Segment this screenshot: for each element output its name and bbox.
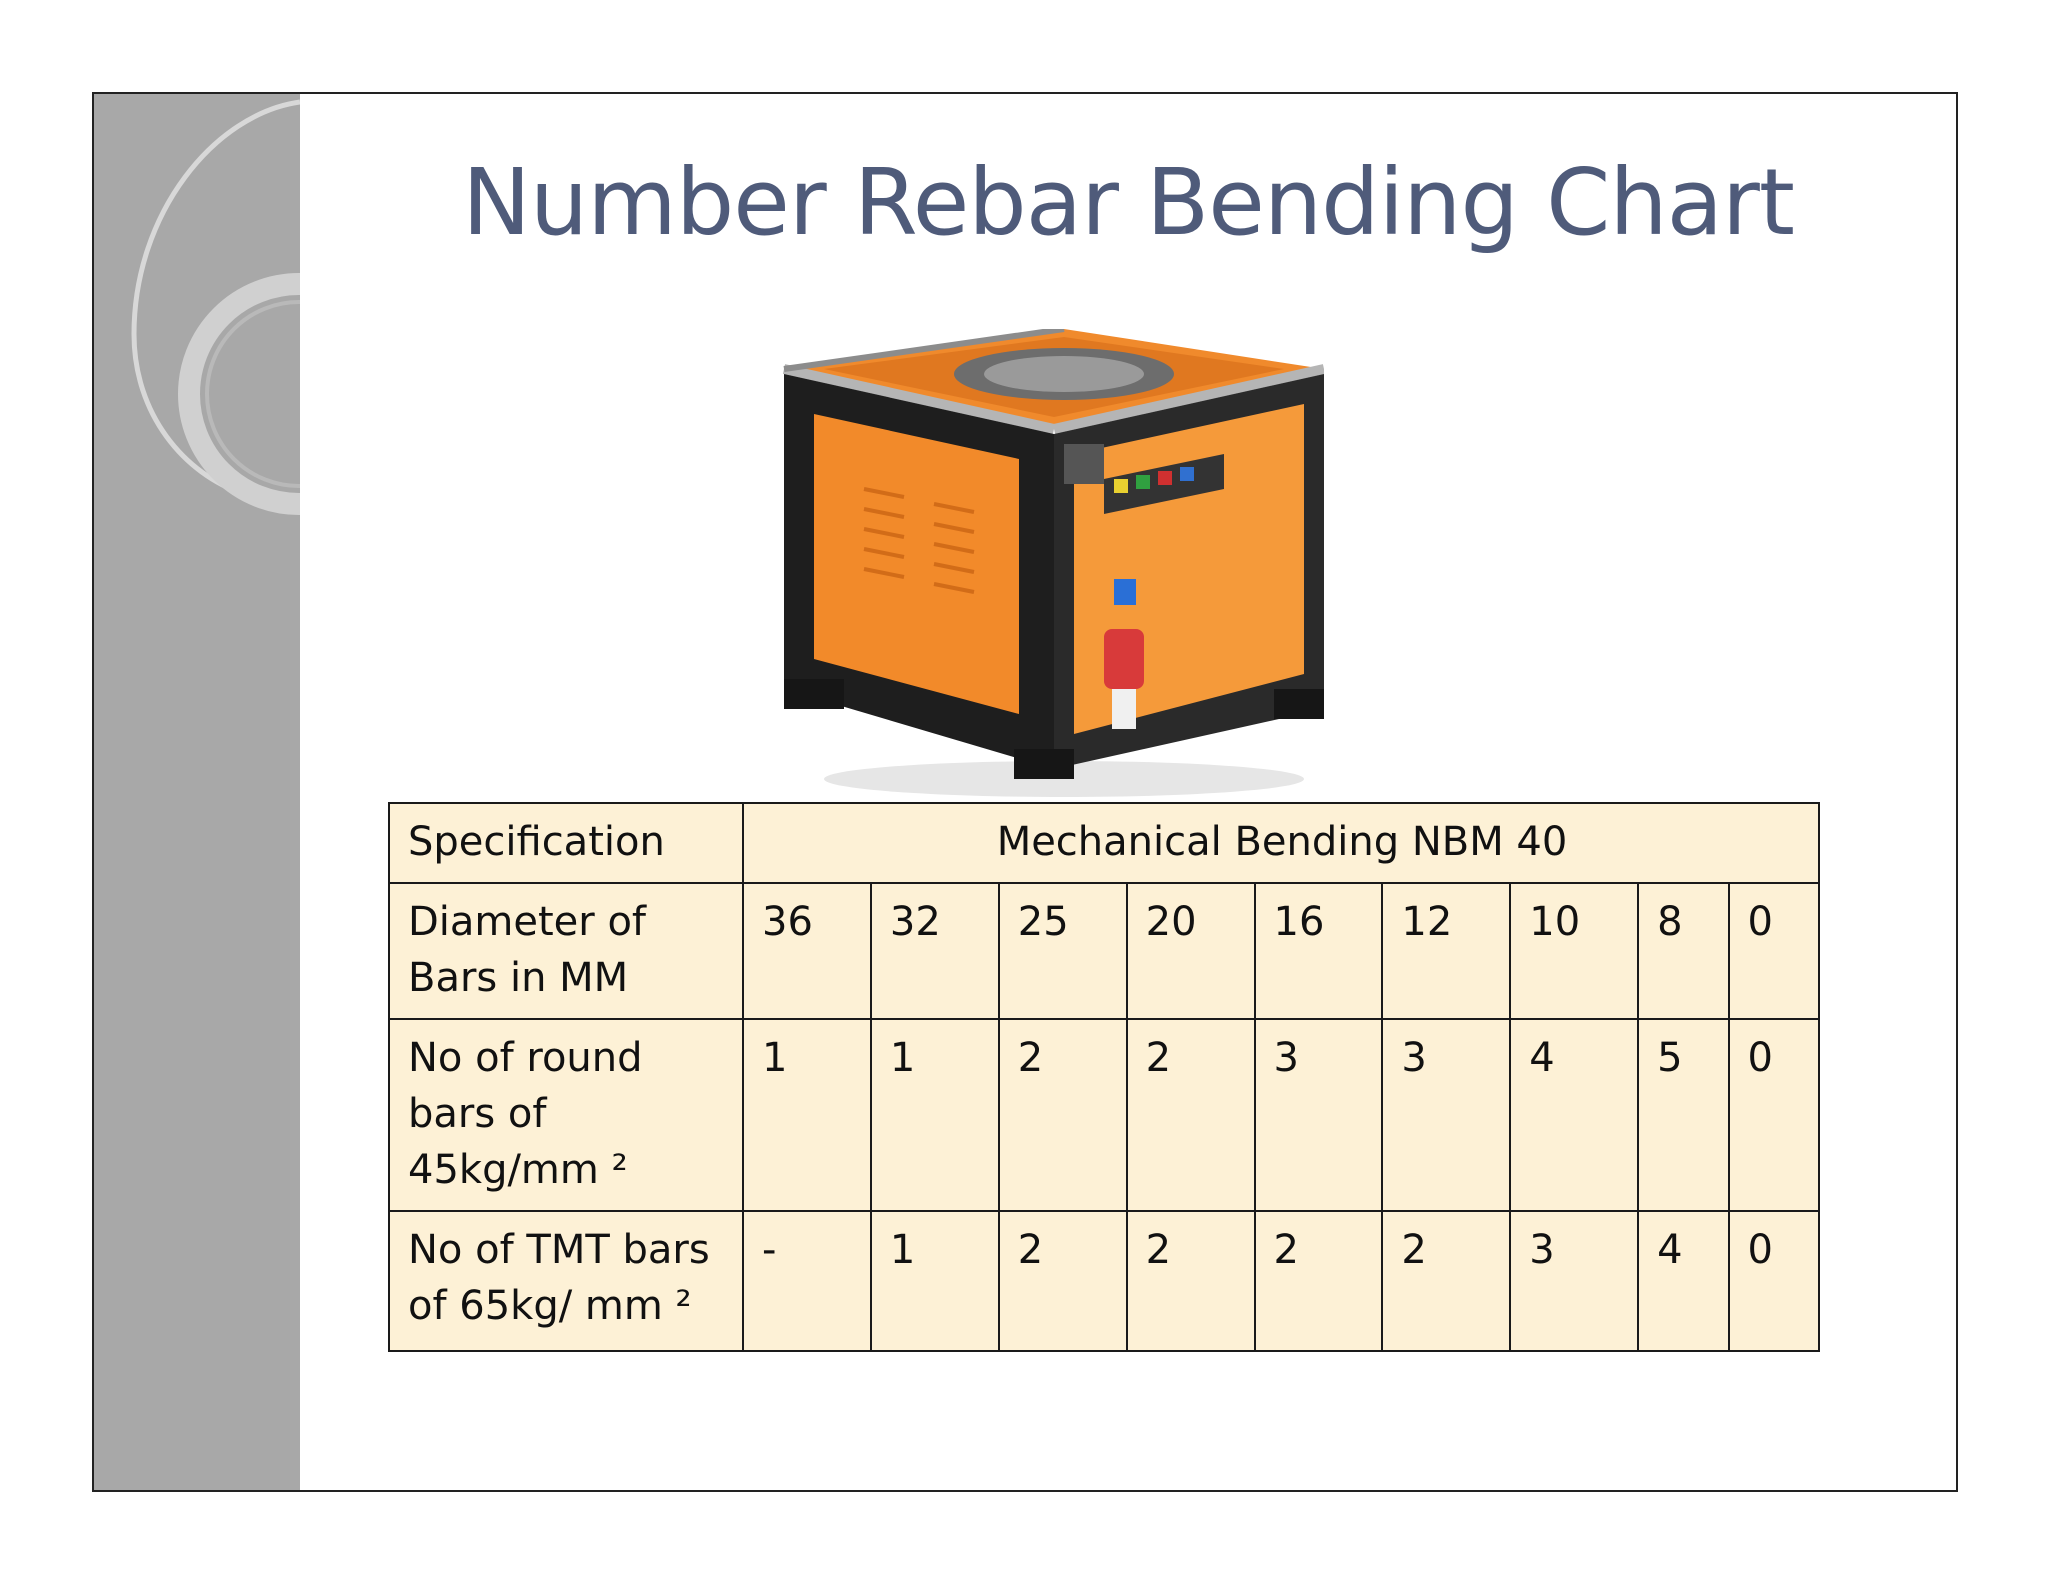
rebar-bending-machine-image (782, 329, 1324, 797)
table-cell: 1 (742, 1018, 872, 1212)
table-cell: 2 (997, 1018, 1128, 1212)
decorative-side-band (94, 94, 300, 1490)
row-label-diameter: Diameter of Bars in MM (388, 882, 744, 1020)
table-header-label: Specification (388, 802, 744, 884)
slide-title: Number Rebar Bending Chart (462, 149, 1795, 256)
table-cell: 2 (1125, 1018, 1256, 1212)
table-cell: 12 (1381, 882, 1512, 1020)
row-label-line: of 65kg/ mm ² (408, 1283, 692, 1329)
table-cell: 25 (997, 882, 1128, 1020)
table-cell: 2 (997, 1210, 1128, 1352)
table-cell: 4 (1509, 1018, 1640, 1212)
table-cell: 2 (1253, 1210, 1384, 1352)
row-label-tmt-bars: No of TMT bars of 65kg/ mm ² (388, 1210, 744, 1352)
table-cell: 3 (1509, 1210, 1640, 1352)
row-label-line: No of round (408, 1035, 643, 1081)
table-cell: 2 (1381, 1210, 1512, 1352)
row-label-round-bars: No of round bars of 45kg/mm ² (388, 1018, 744, 1212)
table-cell: 0 (1727, 1210, 1821, 1352)
table-cell: 16 (1253, 882, 1384, 1020)
table-row: No of round bars of 45kg/mm ² 1 1 2 2 3 … (388, 1018, 1821, 1212)
table-cell: 0 (1727, 882, 1821, 1020)
table-cell: 5 (1637, 1018, 1730, 1212)
table-cell: - (742, 1210, 872, 1352)
decorative-rings (131, 99, 300, 515)
table-header-row: Specification Mechanical Bending NBM 40 (388, 802, 1820, 884)
row-label-line: bars of (408, 1091, 547, 1137)
row-label-line: Diameter of (408, 899, 647, 945)
table-row: No of TMT bars of 65kg/ mm ² - 1 2 2 2 2… (388, 1210, 1821, 1352)
table-cell: 0 (1727, 1018, 1821, 1212)
specification-table: Specification Mechanical Bending NBM 40 … (388, 802, 1821, 1352)
table-cell: 4 (1637, 1210, 1730, 1352)
table-cell: 36 (742, 882, 872, 1020)
table-row: Diameter of Bars in MM 36 32 25 20 16 12… (388, 882, 1821, 1020)
row-label-line: No of TMT bars (408, 1227, 710, 1273)
table-cell: 10 (1509, 882, 1640, 1020)
table-cell: 3 (1253, 1018, 1384, 1212)
slide: Number Rebar Bending Chart (92, 92, 1958, 1492)
table-cell: 20 (1125, 882, 1256, 1020)
table-cell: 1 (869, 1018, 1000, 1212)
table-header-value: Mechanical Bending NBM 40 (742, 802, 1820, 884)
table-cell: 3 (1381, 1018, 1512, 1212)
table-cell: 2 (1125, 1210, 1256, 1352)
table-cell: 8 (1637, 882, 1730, 1020)
row-label-line: Bars in MM (408, 955, 629, 1001)
table-cell: 32 (869, 882, 1000, 1020)
table-cell: 1 (869, 1210, 1000, 1352)
row-label-line: 45kg/mm ² (408, 1147, 628, 1193)
